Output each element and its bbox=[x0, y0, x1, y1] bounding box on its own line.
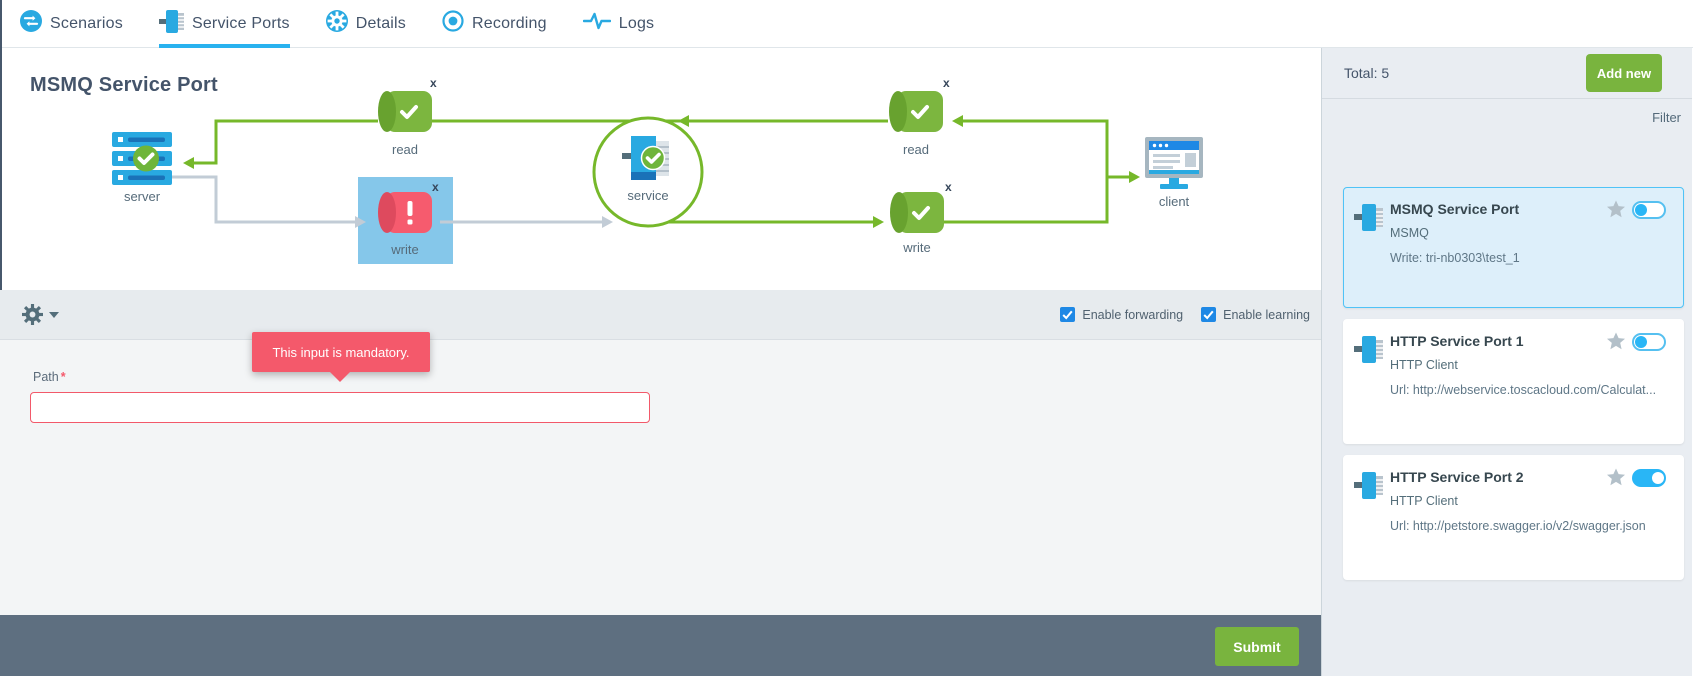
service-port-diagram: MSMQ Service Port bbox=[0, 48, 1321, 290]
client-node[interactable] bbox=[1145, 137, 1203, 195]
read-right-label: read bbox=[902, 142, 930, 157]
required-marker: * bbox=[60, 370, 66, 384]
service-port-list: MSMQ Service Port MSMQ Write: tri-nb0303… bbox=[1322, 135, 1692, 580]
tab-scenarios[interactable]: Scenarios bbox=[20, 0, 123, 48]
write-left-label: write bbox=[391, 242, 419, 257]
read-queue-node-right[interactable] bbox=[889, 91, 943, 137]
chevron-down-icon bbox=[49, 311, 59, 318]
read-left-label: read bbox=[391, 142, 419, 157]
tab-label: Details bbox=[355, 14, 407, 32]
client-label: client bbox=[1158, 194, 1190, 209]
read-queue-node-left[interactable] bbox=[378, 91, 432, 137]
card-subtitle: HTTP Client bbox=[1390, 494, 1458, 508]
page-title: MSMQ Service Port bbox=[30, 74, 218, 96]
filter-label[interactable]: Filter bbox=[1652, 109, 1681, 125]
service-ports-icon bbox=[158, 9, 184, 38]
top-nav: Scenarios Service Ports Details Recordin… bbox=[0, 0, 1693, 48]
filter-row: Filter bbox=[1322, 99, 1692, 135]
card-detail: Url: http://webservice.toscacloud.com/Ca… bbox=[1390, 383, 1657, 397]
tab-label: Logs bbox=[618, 14, 655, 32]
card-title: HTTP Service Port 2 bbox=[1390, 469, 1524, 485]
enable-learning-label: Enable learning bbox=[1223, 307, 1310, 322]
write-queue-node-left[interactable] bbox=[378, 192, 432, 238]
remove-write-left-button[interactable]: x bbox=[432, 180, 439, 194]
port-icon bbox=[1354, 336, 1383, 368]
server-label: server bbox=[123, 189, 161, 204]
path-input[interactable] bbox=[30, 392, 650, 423]
toolbar-options: Enable forwarding Enable learning bbox=[1060, 307, 1310, 322]
tab-recording[interactable]: Recording bbox=[442, 0, 547, 48]
recording-icon bbox=[442, 10, 464, 37]
toggle-knob bbox=[1635, 204, 1647, 216]
settings-menu-button[interactable] bbox=[22, 304, 59, 325]
validation-tooltip: This input is mandatory. bbox=[252, 332, 430, 382]
client-icon bbox=[1145, 137, 1203, 189]
card-subtitle: MSMQ bbox=[1390, 226, 1429, 240]
queue-ok-icon bbox=[378, 91, 432, 132]
tab-logs[interactable]: Logs bbox=[582, 0, 655, 48]
main-area: MSMQ Service Port bbox=[0, 48, 1321, 676]
remove-read-left-button[interactable]: x bbox=[430, 76, 437, 90]
tab-label: Recording bbox=[472, 14, 547, 32]
path-field-label: Path* bbox=[33, 370, 66, 384]
favorite-star-icon[interactable] bbox=[1606, 332, 1626, 356]
service-port-form: Path* bbox=[0, 340, 1321, 615]
server-node[interactable] bbox=[112, 132, 172, 191]
favorite-star-icon[interactable] bbox=[1606, 200, 1626, 224]
service-label: service bbox=[627, 188, 669, 203]
favorite-star-icon[interactable] bbox=[1606, 468, 1626, 492]
card-subtitle: HTTP Client bbox=[1390, 358, 1458, 372]
write-queue-node-right[interactable] bbox=[890, 192, 944, 238]
gear-icon bbox=[22, 304, 43, 325]
enable-forwarding-label: Enable forwarding bbox=[1082, 307, 1184, 322]
service-port-card-msmq[interactable]: MSMQ Service Port MSMQ Write: tri-nb0303… bbox=[1343, 187, 1684, 308]
service-node[interactable] bbox=[622, 136, 676, 189]
enable-learning-checkbox[interactable] bbox=[1201, 307, 1217, 322]
server-icon bbox=[112, 132, 172, 185]
service-ports-panel: Total: 5 Add new Filter MSMQ Service Por… bbox=[1321, 48, 1692, 676]
card-detail: Url: http://petstore.swagger.io/v2/swagg… bbox=[1390, 519, 1646, 533]
tab-label: Service Ports bbox=[191, 14, 290, 32]
tab-details[interactable]: Details bbox=[325, 0, 407, 48]
tab-service-ports[interactable]: Service Ports bbox=[158, 0, 290, 48]
form-footer: Submit bbox=[0, 615, 1321, 676]
toggle-knob bbox=[1652, 472, 1664, 484]
enable-learning-option: Enable learning bbox=[1201, 307, 1310, 322]
toggle-knob bbox=[1635, 336, 1647, 348]
submit-button[interactable]: Submit bbox=[1215, 627, 1299, 666]
diagram-toolbar: Enable forwarding Enable learning bbox=[0, 290, 1321, 340]
remove-read-right-button[interactable]: x bbox=[943, 76, 950, 90]
window-left-edge bbox=[0, 0, 2, 290]
enable-forwarding-option: Enable forwarding bbox=[1060, 307, 1183, 322]
card-title: HTTP Service Port 1 bbox=[1390, 333, 1524, 349]
enabled-toggle[interactable] bbox=[1632, 201, 1666, 219]
port-icon bbox=[1354, 204, 1383, 236]
logs-icon bbox=[582, 10, 611, 37]
scenarios-icon bbox=[20, 10, 42, 37]
queue-error-icon bbox=[378, 192, 432, 233]
check-icon bbox=[1203, 310, 1214, 320]
card-detail: Write: tri-nb0303\test_1 bbox=[1390, 251, 1520, 265]
enable-forwarding-checkbox[interactable] bbox=[1060, 307, 1076, 322]
tab-label: Scenarios bbox=[50, 14, 123, 32]
queue-ok-icon bbox=[890, 192, 944, 233]
service-port-card-http1[interactable]: HTTP Service Port 1 HTTP Client Url: htt… bbox=[1343, 319, 1684, 444]
check-icon bbox=[1062, 310, 1073, 320]
service-port-card-http2[interactable]: HTTP Service Port 2 HTTP Client Url: htt… bbox=[1343, 455, 1684, 580]
port-icon bbox=[1354, 472, 1383, 504]
write-right-label: write bbox=[903, 240, 931, 255]
card-title: MSMQ Service Port bbox=[1390, 201, 1520, 217]
enabled-toggle[interactable] bbox=[1632, 333, 1666, 351]
service-icon bbox=[622, 136, 669, 180]
panel-header: Total: 5 Add new bbox=[1322, 48, 1692, 99]
total-count: Total: 5 bbox=[1344, 65, 1390, 81]
tooltip-arrow bbox=[330, 372, 350, 382]
details-icon bbox=[325, 10, 348, 37]
remove-write-right-button[interactable]: x bbox=[945, 180, 952, 194]
enabled-toggle[interactable] bbox=[1632, 469, 1666, 487]
add-new-button[interactable]: Add new bbox=[1586, 54, 1662, 92]
validation-tooltip-text: This input is mandatory. bbox=[272, 344, 410, 360]
queue-ok-icon bbox=[889, 91, 943, 132]
